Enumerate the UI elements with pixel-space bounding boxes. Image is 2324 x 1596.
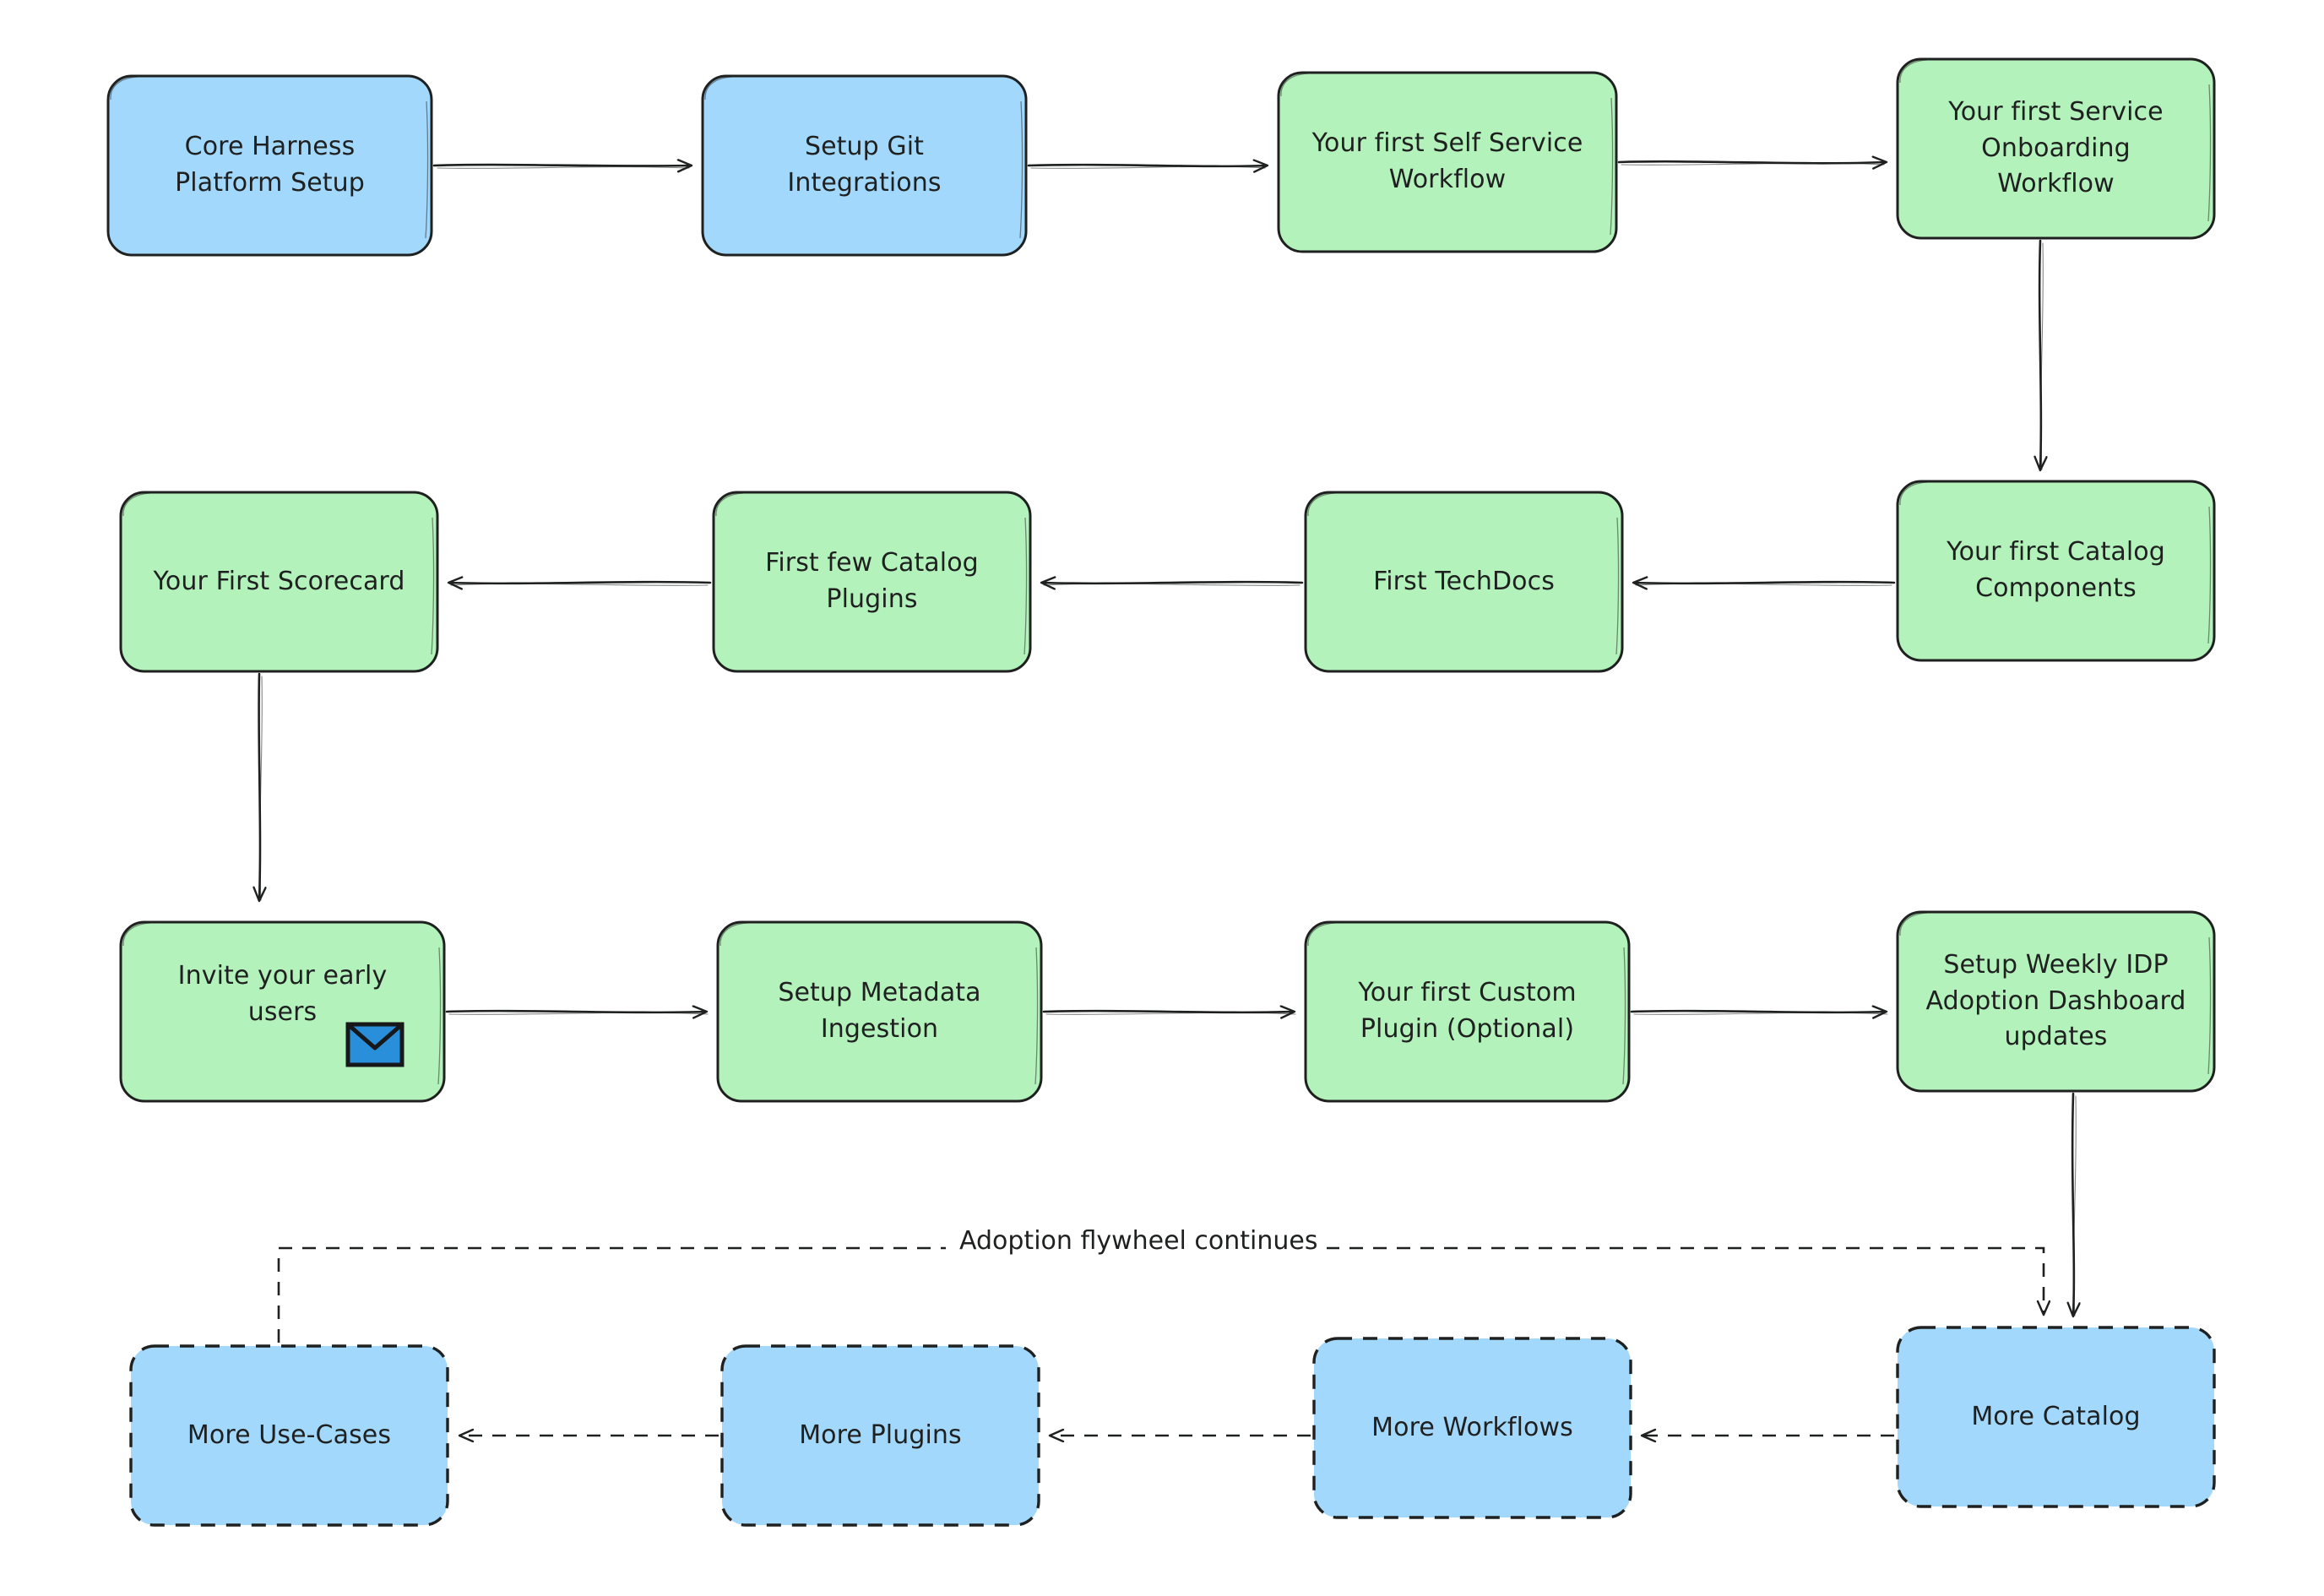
node-more-catalog[interactable] <box>1896 1326 2216 1508</box>
node-setup-weekly-idp-adoption-dashboard-updates[interactable] <box>1896 910 2216 1093</box>
node-first-techdocs[interactable] <box>1304 491 1624 673</box>
edge-metadata-to-custom-plugin <box>1042 1011 1294 1012</box>
edge-weekly-dashboard-to-more-catalog-sketch <box>2072 1095 2077 1316</box>
envelope-icon <box>345 1022 405 1067</box>
edge-techdocs-to-catalog-plugins <box>1042 582 1304 584</box>
edge-core-setup-to-git <box>432 165 691 166</box>
edge-catalog-plugins-to-scorecard-sketch <box>450 583 709 586</box>
edge-onboarding-to-catalog-components-sketch <box>2040 242 2044 470</box>
node-setup-metadata-ingestion[interactable] <box>716 920 1043 1103</box>
edge-self-service-to-onboarding-sketch <box>1621 162 1885 166</box>
edge-techdocs-to-catalog-plugins-sketch <box>1043 583 1300 586</box>
edge-git-to-self-service-sketch <box>1030 166 1266 169</box>
edge-catalog-components-to-techdocs <box>1634 582 1896 584</box>
edge-catalog-plugins-to-scorecard <box>449 582 712 584</box>
edge-git-to-self-service <box>1027 165 1267 166</box>
edge-catalog-components-to-techdocs-sketch <box>1635 583 1892 586</box>
node-more-use-cases[interactable] <box>129 1344 449 1527</box>
node-more-workflows[interactable] <box>1312 1337 1632 1519</box>
node-your-first-custom-plugin[interactable] <box>1304 920 1631 1103</box>
edge-invite-users-to-metadata-sketch <box>448 1012 709 1015</box>
edge-self-service-to-onboarding <box>1617 161 1886 163</box>
node-your-first-scorecard[interactable] <box>119 491 439 673</box>
edge-custom-plugin-to-weekly-dashboard-sketch <box>1633 1012 1888 1015</box>
edge-invite-users-to-metadata <box>445 1011 706 1012</box>
edge-scorecard-to-invite-users-sketch <box>259 676 263 901</box>
node-core-harness-platform-setup[interactable] <box>106 74 433 257</box>
edge-flywheel-return <box>277 1246 946 1343</box>
edge-custom-plugin-to-weekly-dashboard <box>1630 1011 1886 1012</box>
node-your-first-catalog-components[interactable] <box>1896 480 2216 662</box>
node-first-few-catalog-plugins[interactable] <box>712 491 1032 673</box>
edge-metadata-to-custom-plugin-sketch <box>1045 1012 1296 1015</box>
node-your-first-self-service-workflow[interactable] <box>1277 71 1618 253</box>
node-invite-your-early-users[interactable] <box>119 920 446 1103</box>
edge-flywheel-return-right <box>1326 1246 2044 1314</box>
node-your-first-service-onboarding-workflow[interactable] <box>1896 57 2216 240</box>
edge-core-setup-to-git-sketch <box>437 166 690 169</box>
edge-label-adoption-flywheel-continues: Adoption flywheel continues <box>951 1226 1327 1256</box>
node-setup-git-integrations[interactable] <box>701 74 1028 257</box>
node-more-plugins[interactable] <box>720 1344 1040 1527</box>
